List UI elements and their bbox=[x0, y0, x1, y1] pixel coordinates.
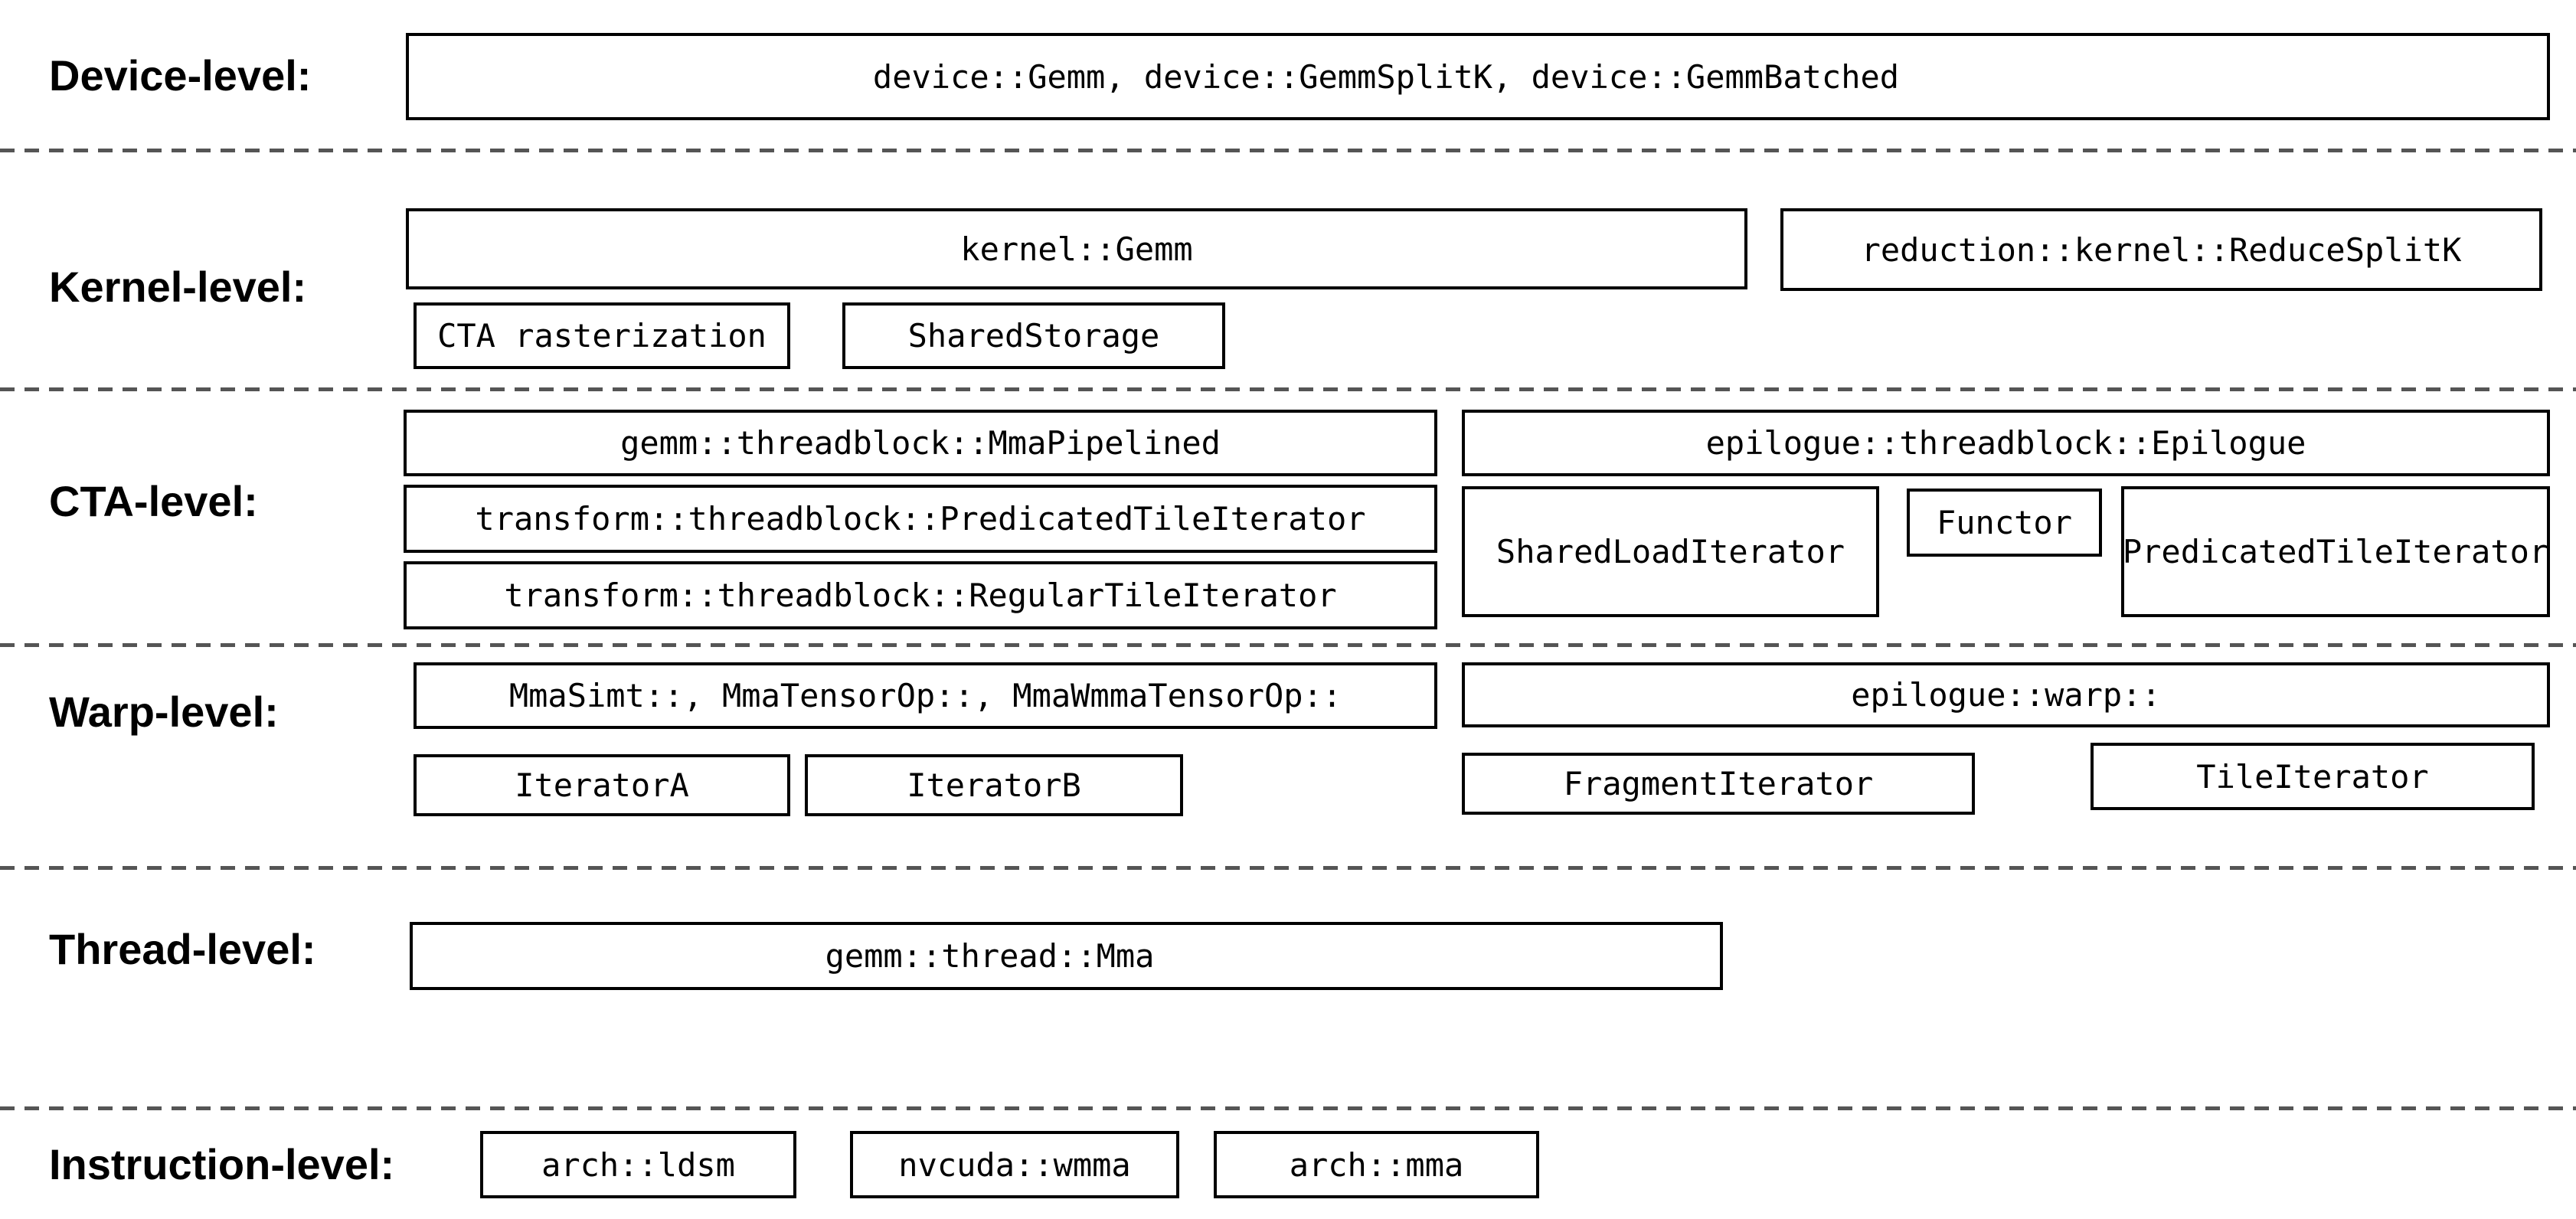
box-cta-rasterization: CTA rasterization bbox=[414, 302, 790, 369]
level-separator bbox=[0, 643, 2576, 647]
box-iterator-a: IteratorA bbox=[414, 754, 790, 816]
box-shared-load-iterator: SharedLoadIterator bbox=[1462, 486, 1879, 617]
box-tile-iterator: TileIterator bbox=[2091, 743, 2535, 810]
box-mma-pipelined: gemm::threadblock::MmaPipelined bbox=[404, 410, 1437, 476]
level-label-cta: CTA-level: bbox=[49, 477, 258, 525]
box-reduce-splitk: reduction::kernel::ReduceSplitK bbox=[1780, 208, 2542, 291]
box-nvcuda-wmma: nvcuda::wmma bbox=[850, 1131, 1179, 1198]
level-separator bbox=[0, 149, 2576, 152]
box-predicated-tile-iterator-threadblock: transform::threadblock::PredicatedTileIt… bbox=[404, 485, 1437, 553]
box-kernel-gemm: kernel::Gemm bbox=[406, 208, 1747, 289]
level-label-warp: Warp-level: bbox=[49, 688, 279, 736]
level-separator bbox=[0, 387, 2576, 391]
level-label-instruction: Instruction-level: bbox=[49, 1140, 395, 1188]
box-epilogue-warp: epilogue::warp:: bbox=[1462, 662, 2550, 727]
box-predicated-tile-iterator-epilogue: PredicatedTileIterator bbox=[2121, 486, 2550, 617]
box-regular-tile-iterator-threadblock: transform::threadblock::RegularTileItera… bbox=[404, 561, 1437, 629]
box-arch-ldsm: arch::ldsm bbox=[480, 1131, 796, 1198]
level-separator bbox=[0, 1106, 2576, 1110]
level-label-device: Device-level: bbox=[49, 51, 312, 100]
level-label-kernel: Kernel-level: bbox=[49, 263, 307, 311]
box-fragment-iterator: FragmentIterator bbox=[1462, 753, 1975, 815]
box-epilogue-threadblock: epilogue::threadblock::Epilogue bbox=[1462, 410, 2550, 476]
box-iterator-b: IteratorB bbox=[805, 754, 1183, 816]
box-device-gemm-family: device::Gemm, device::GemmSplitK, device… bbox=[406, 33, 2550, 120]
box-functor: Functor bbox=[1907, 489, 2102, 557]
box-warp-mma-variants: MmaSimt::, MmaTensorOp::, MmaWmmaTensorO… bbox=[414, 662, 1437, 729]
box-arch-mma: arch::mma bbox=[1214, 1131, 1539, 1198]
box-shared-storage: SharedStorage bbox=[842, 302, 1225, 369]
level-label-thread: Thread-level: bbox=[49, 925, 316, 973]
box-thread-mma: gemm::thread::Mma bbox=[410, 922, 1723, 990]
level-separator bbox=[0, 866, 2576, 870]
